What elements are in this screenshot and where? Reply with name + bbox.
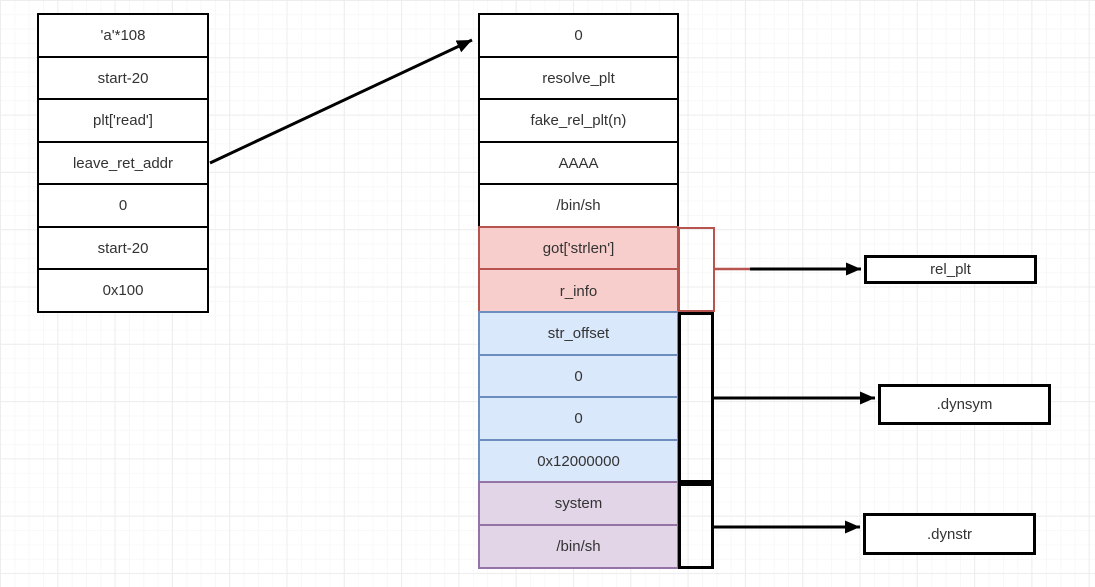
stack-cell: start-20: [37, 55, 209, 101]
stack-cell-dynsym-group: 0: [478, 396, 679, 442]
stack-cell: 0: [478, 13, 679, 59]
rel-plt-group-bracket: [678, 227, 715, 312]
stack-cell: 0x100: [37, 268, 209, 313]
stack-cell-leave-ret-addr: leave_ret_addr: [37, 140, 209, 186]
fake-structures-stack: 0 resolve_plt fake_rel_plt(n) AAAA /bin/…: [478, 13, 679, 570]
rel-plt-box: rel_plt: [864, 255, 1037, 284]
stack-cell: fake_rel_plt(n): [478, 98, 679, 144]
stack-cell: start-20: [37, 225, 209, 271]
dynstr-group-bracket: [678, 483, 714, 569]
dynsym-group-bracket: [678, 312, 714, 483]
stack-cell: 0: [37, 183, 209, 228]
stack-cell: plt['read']: [37, 98, 209, 143]
stack-cell-dynsym-group: 0x12000000: [478, 438, 679, 484]
dynstr-box: .dynstr: [863, 513, 1036, 555]
stack-cell-rel-plt-group: r_info: [478, 268, 679, 314]
stack-cell-dynsym-group: str_offset: [478, 311, 679, 357]
payload-stack: 'a'*108 start-20 plt['read'] leave_ret_a…: [37, 13, 209, 313]
stack-cell: AAAA: [478, 140, 679, 186]
stack-cell-rel-plt-group: got['strlen']: [478, 225, 679, 271]
stack-cell-dynstr-group: /bin/sh: [478, 523, 679, 570]
stack-cell-dynstr-group: system: [478, 481, 679, 527]
stack-cell-dynsym-group: 0: [478, 353, 679, 399]
arrow-leave-ret-to-fake-stack: [209, 38, 473, 165]
dynsym-box: .dynsym: [878, 384, 1051, 425]
stack-cell: /bin/sh: [478, 183, 679, 229]
stack-cell: 'a'*108: [37, 13, 209, 58]
stack-cell: resolve_plt: [478, 55, 679, 101]
